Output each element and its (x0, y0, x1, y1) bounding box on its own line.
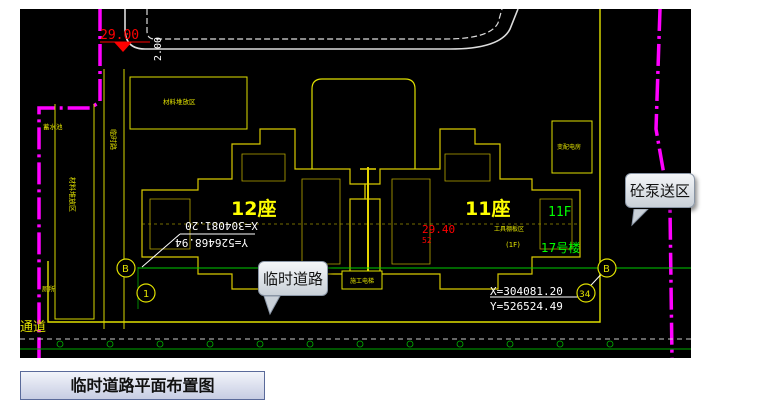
level-marker-icon (114, 42, 132, 52)
axis-bubble-b-right (597, 258, 617, 278)
callout-pump-area-text: 砼泵送区 (630, 182, 691, 200)
yellow-site-line (47, 9, 601, 323)
site-plan: 29.00 2.00 材料堆放区 蓄水池 临时路 材料堆放区 厕所 变配电房 1… (20, 9, 691, 358)
power-room-box (551, 120, 593, 174)
floors-11f: 11F (548, 205, 572, 220)
water-label: 蓄水池 (43, 122, 63, 131)
site-boundary-left (37, 9, 102, 358)
callout-tail-pump-area (631, 209, 649, 227)
callout-temp-road-text: 临时道路 (263, 270, 324, 288)
axis-1: 1 (143, 289, 149, 300)
axis-b-right: B (603, 264, 610, 275)
tool-shed-label: 工具棚板区 (494, 225, 524, 233)
axis-b-left: B (122, 264, 129, 275)
level-mid-sub: 52 (422, 236, 432, 245)
caption-title: 临时道路平面布置图 (20, 371, 265, 400)
coord-right-y: Y=526524.49 (490, 300, 563, 313)
block-12-label: 12座 (231, 197, 276, 220)
tool-shed-sub: (1F) (506, 241, 520, 249)
callout-pump-area: 砼泵送区 (625, 173, 696, 208)
power-room-label: 变配电房 (557, 143, 581, 151)
building-17-label: 17号楼 (541, 240, 580, 255)
building-11-outline (364, 128, 581, 290)
level-mid-text: 29.40 (422, 223, 455, 236)
road-edge-top-outer (124, 9, 519, 50)
level-top-text: 29.00 (100, 28, 139, 43)
elevator-label: 施工电梯 (350, 277, 374, 285)
axis-bubble-1 (136, 283, 156, 303)
vertical-road-label: 临时路 (109, 129, 118, 150)
axis-34: 34 (579, 290, 591, 300)
callout-tail-temp-road (263, 296, 281, 316)
yellow-left-strip (54, 104, 95, 320)
coord-left-y: Y=526468.94 (175, 236, 248, 249)
road-edge-top-inner (146, 9, 503, 40)
coord-left-x: X=304081.20 (185, 219, 258, 232)
elevator-box (341, 270, 383, 290)
site-boundary-right (654, 9, 674, 358)
left-stack-label: 材料堆放区 (68, 177, 77, 212)
callout-temp-road: 临时道路 (258, 261, 329, 296)
coord-right-x: X=304081.20 (490, 285, 563, 298)
axis-bubble-b-left (116, 258, 136, 278)
material-yard-box (129, 76, 248, 130)
axis-bubble-34 (576, 283, 596, 303)
block-11-label: 11座 (465, 197, 510, 220)
material-yard-label: 材料堆放区 (163, 97, 196, 106)
road-left-label: 通道 (20, 320, 46, 335)
dim-text: 2.00 (153, 37, 164, 61)
toilet-label: 厕所 (42, 284, 56, 293)
cad-drawing: 29.00 2.00 材料堆放区 蓄水池 临时路 材料堆放区 厕所 变配电房 1… (20, 9, 691, 358)
